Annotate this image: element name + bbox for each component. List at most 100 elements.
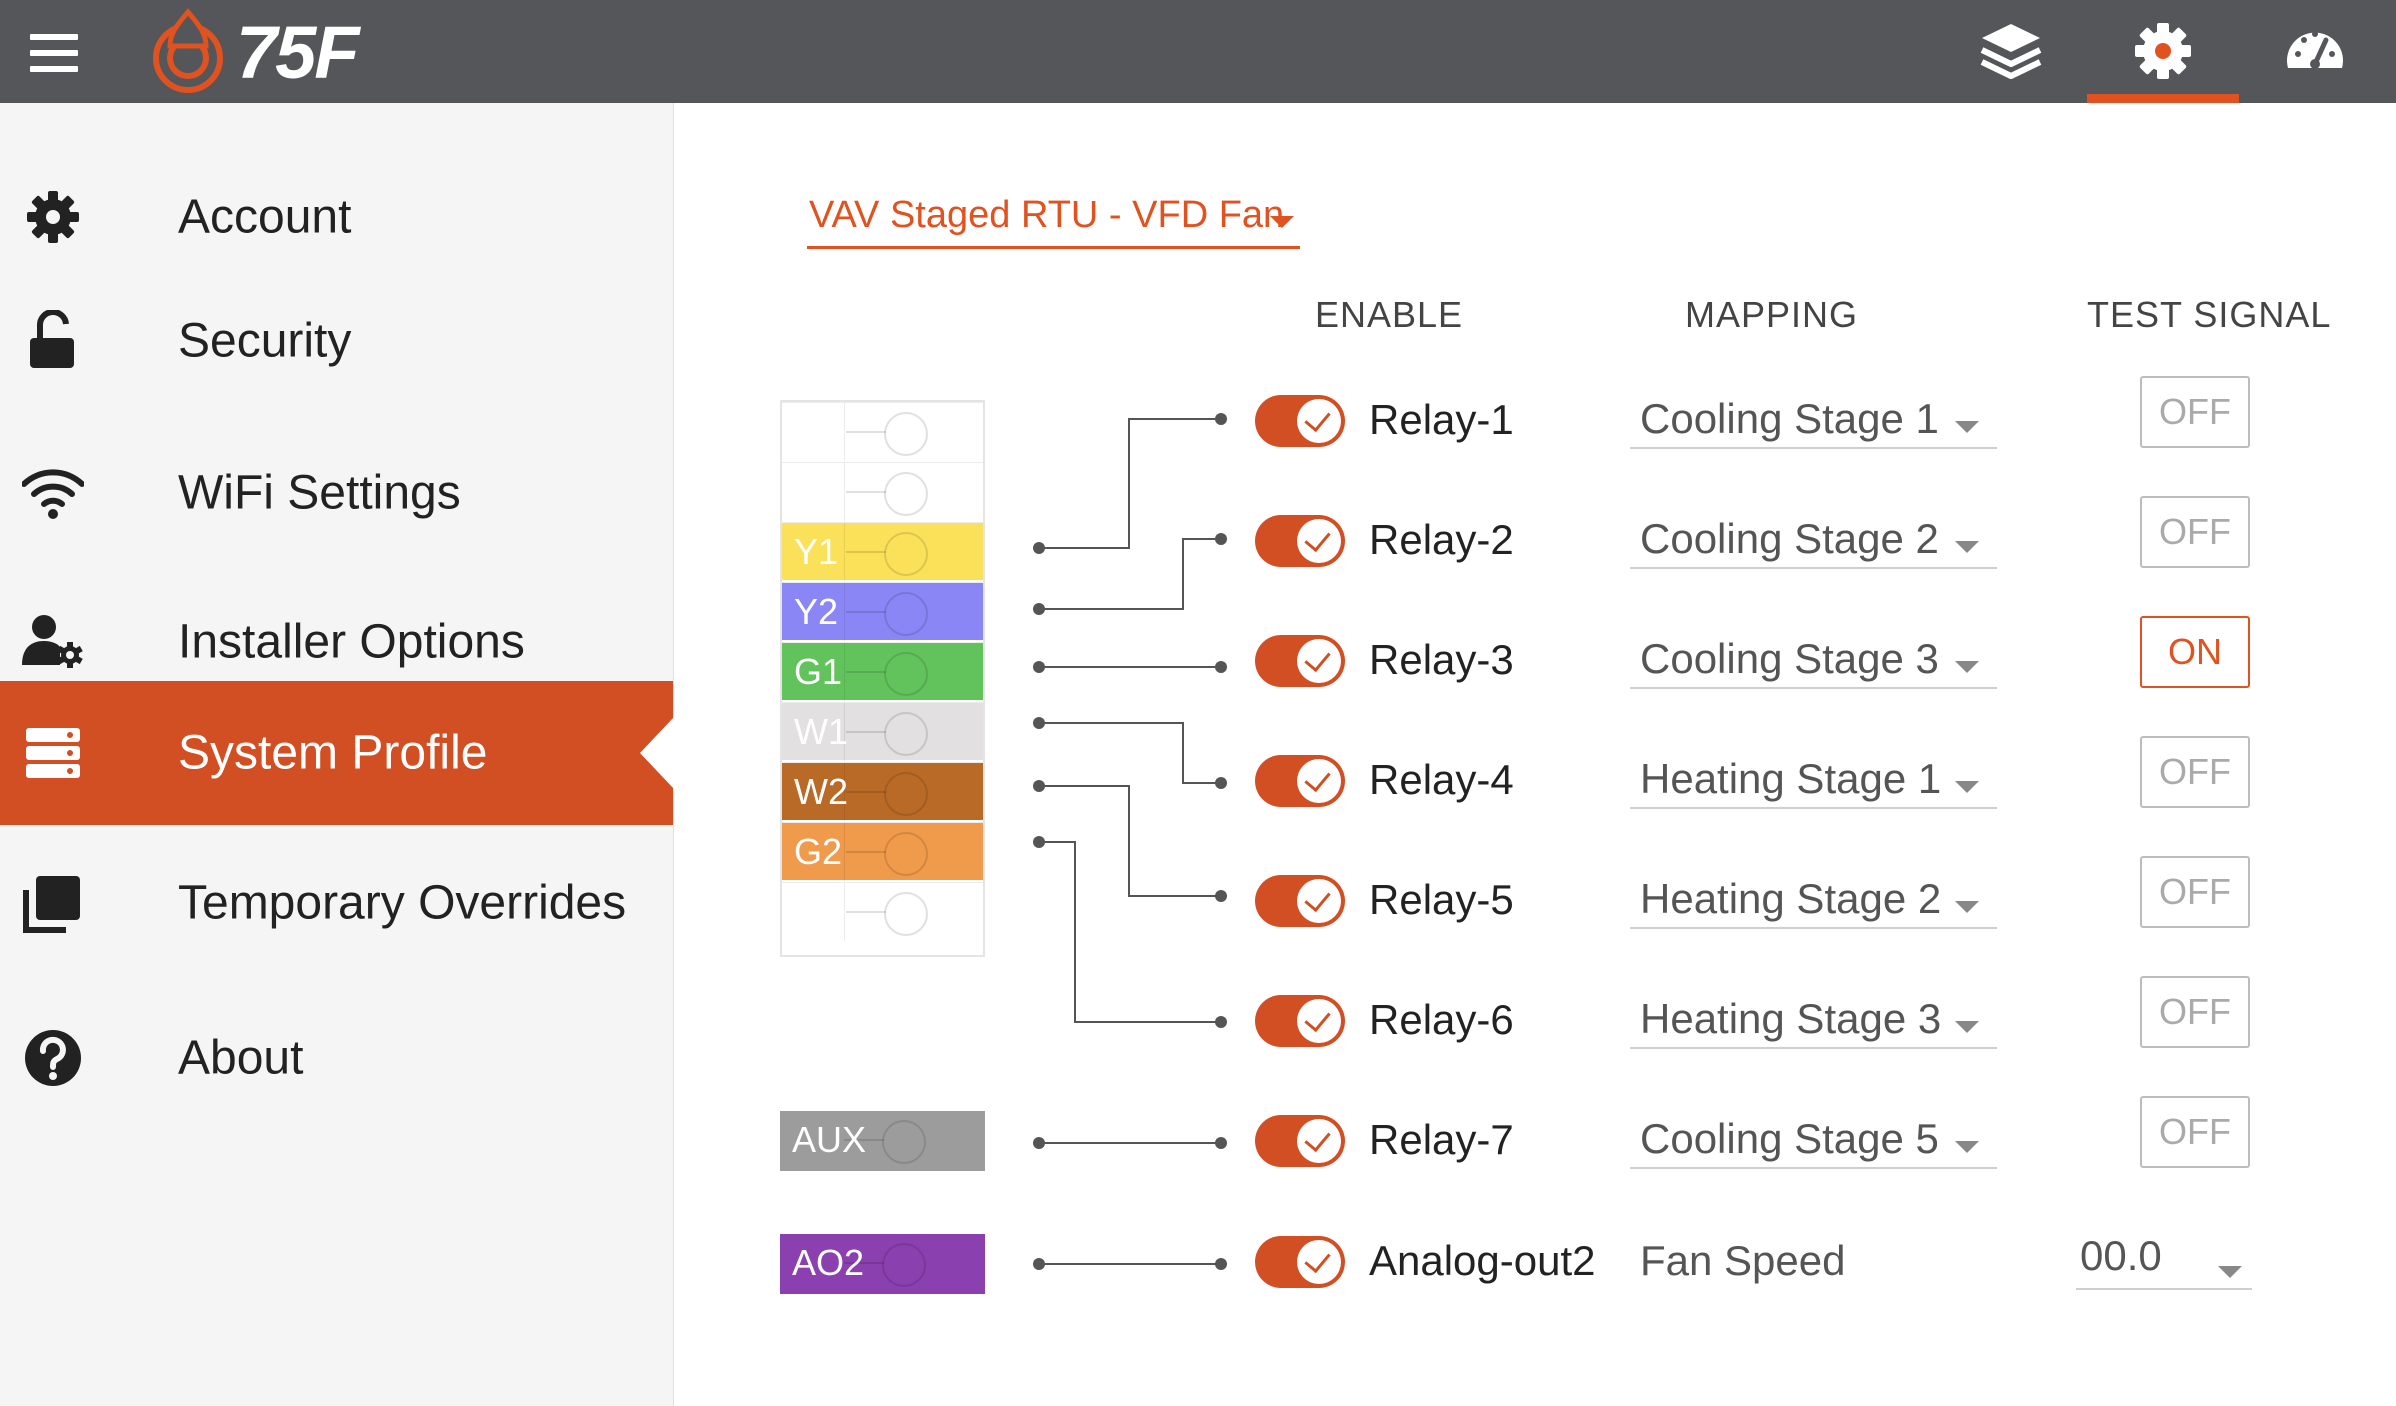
sidebar-item-installer-options[interactable]: Installer Options — [0, 570, 673, 714]
check-icon — [1304, 404, 1331, 433]
terminal-divider — [844, 523, 845, 581]
sidebar-item-label: Security — [178, 314, 352, 368]
terminal-divider — [844, 643, 845, 701]
sidebar-item-label: Temporary Overrides — [178, 876, 627, 930]
terminal-label: Y2 — [794, 591, 839, 632]
menu-icon[interactable] — [30, 34, 78, 72]
chevron-down-icon — [1955, 1141, 1979, 1153]
chevron-down-icon — [1955, 541, 1979, 553]
relay-5-mapping-dropdown[interactable]: Heating Stage 2 — [1630, 869, 1997, 929]
terminal-screw-icon — [884, 532, 928, 576]
terminal-stem — [846, 611, 886, 613]
relay-5-mapping-value: Heating Stage 2 — [1640, 875, 1942, 922]
check-icon — [1304, 1245, 1331, 1274]
system-profile-dropdown[interactable]: VAV Staged RTU - VFD Fan — [807, 188, 1300, 249]
sidebar-item-account[interactable]: Account — [0, 145, 673, 289]
relay-6-test-signal-button[interactable]: OFF — [2140, 976, 2250, 1048]
terminal-slot: Y1 — [782, 522, 983, 581]
logo-flame-icon — [153, 8, 223, 93]
wire-relay-2 — [1039, 538, 1221, 610]
unlock-icon — [30, 310, 74, 368]
sidebar: Account Security WiFi Settings — [0, 103, 674, 1406]
wire-relay-1 — [1039, 418, 1221, 549]
relay-7-mapping-dropdown[interactable]: Cooling Stage 5 — [1630, 1109, 1997, 1169]
relay-4-enable-toggle[interactable] — [1255, 755, 1345, 807]
wire-relay-5 — [1039, 785, 1221, 897]
relay-2-test-signal-button[interactable]: OFF — [2140, 496, 2250, 568]
terminal-divider — [844, 823, 845, 881]
relay-6-mapping-dropdown[interactable]: Heating Stage 3 — [1630, 989, 1997, 1049]
gear-icon[interactable] — [2130, 18, 2196, 84]
check-icon — [1304, 1004, 1331, 1033]
relay-2-mapping-dropdown[interactable]: Cooling Stage 2 — [1630, 509, 1997, 569]
relay-4-mapping-dropdown[interactable]: Heating Stage 1 — [1630, 749, 1997, 809]
relay-4-label: Relay-4 — [1369, 756, 1514, 803]
dashboard-icon[interactable] — [2282, 18, 2348, 84]
sidebar-item-label: Installer Options — [178, 615, 525, 669]
sidebar-item-system-profile[interactable]: System Profile — [0, 681, 674, 825]
analog-out2-enable-toggle[interactable] — [1255, 1236, 1345, 1288]
terminal-slot: Y2 — [782, 582, 983, 641]
relay-3-enable-toggle[interactable] — [1255, 635, 1345, 687]
relay-6-label: Relay-6 — [1369, 996, 1514, 1043]
column-header-mapping: MAPPING — [1685, 294, 1859, 335]
relay-3-test-signal-button[interactable]: ON — [2140, 616, 2250, 688]
relay-7-enable-toggle[interactable] — [1255, 1115, 1345, 1167]
check-icon — [1304, 764, 1331, 793]
layers-icon[interactable] — [1978, 18, 2044, 84]
terminal-stem — [846, 551, 886, 553]
terminal-screw-icon — [884, 772, 928, 816]
terminal-slot — [782, 402, 983, 461]
fan-speed-value: 00.0 — [2080, 1232, 2162, 1279]
relay-4-test-signal-button[interactable]: OFF — [2140, 736, 2250, 808]
terminal-screw-icon — [884, 592, 928, 636]
terminal-label: Y1 — [794, 531, 839, 572]
chevron-down-icon — [1955, 901, 1979, 913]
chevron-down-icon — [1955, 661, 1979, 673]
relay-6-enable-toggle[interactable] — [1255, 995, 1345, 1047]
terminal-divider — [844, 703, 845, 761]
relay-1-mapping-dropdown[interactable]: Cooling Stage 1 — [1630, 389, 1997, 449]
terminal-ao2: AO2 — [780, 1234, 985, 1294]
fan-speed-dropdown[interactable]: 00.0 — [2076, 1230, 2252, 1290]
relay-3-mapping-dropdown[interactable]: Cooling Stage 3 — [1630, 629, 1997, 689]
relay-2-mapping-value: Cooling Stage 2 — [1640, 515, 1939, 562]
sidebar-item-about[interactable]: About — [0, 986, 673, 1130]
terminal-stem — [844, 1139, 884, 1141]
terminal-screw-icon — [882, 1120, 926, 1164]
sidebar-item-wifi-settings[interactable]: WiFi Settings — [0, 421, 673, 565]
relay-5-test-signal-button[interactable]: OFF — [2140, 856, 2250, 928]
chevron-down-icon — [2218, 1266, 2242, 1278]
terminal-stem — [846, 851, 886, 853]
wire-relay-4 — [1039, 722, 1221, 784]
stack-icon — [23, 876, 80, 933]
terminal-divider — [844, 763, 845, 821]
terminal-stem — [846, 671, 886, 673]
relay-3-mapping-value: Cooling Stage 3 — [1640, 635, 1939, 682]
wire-relay-6 — [1039, 841, 1221, 1023]
terminal-divider — [844, 463, 845, 521]
relay-1-enable-toggle[interactable] — [1255, 395, 1345, 447]
terminal-stem — [846, 791, 886, 793]
relay-1-test-signal-button[interactable]: OFF — [2140, 376, 2250, 448]
check-icon — [1304, 1124, 1331, 1153]
relay-5-enable-toggle[interactable] — [1255, 875, 1345, 927]
terminal-screw-icon — [884, 832, 928, 876]
terminal-slot: W1 — [782, 702, 983, 761]
terminal-stem — [846, 431, 886, 433]
help-icon — [25, 1030, 81, 1086]
relay-7-test-signal-button[interactable]: OFF — [2140, 1096, 2250, 1168]
check-icon — [1304, 644, 1331, 673]
sidebar-item-security[interactable]: Security — [0, 269, 673, 413]
chevron-down-icon — [1955, 1021, 1979, 1033]
terminal-slot: G2 — [782, 822, 983, 881]
relay-4-mapping-value: Heating Stage 1 — [1640, 755, 1942, 802]
check-icon — [1304, 524, 1331, 553]
sidebar-item-temporary-overrides[interactable]: Temporary Overrides — [0, 831, 673, 975]
sidebar-item-label: System Profile — [178, 726, 488, 780]
server-icon — [26, 728, 80, 778]
terminal-divider — [844, 403, 845, 461]
relay-2-enable-toggle[interactable] — [1255, 515, 1345, 567]
terminal-stem — [846, 491, 886, 493]
